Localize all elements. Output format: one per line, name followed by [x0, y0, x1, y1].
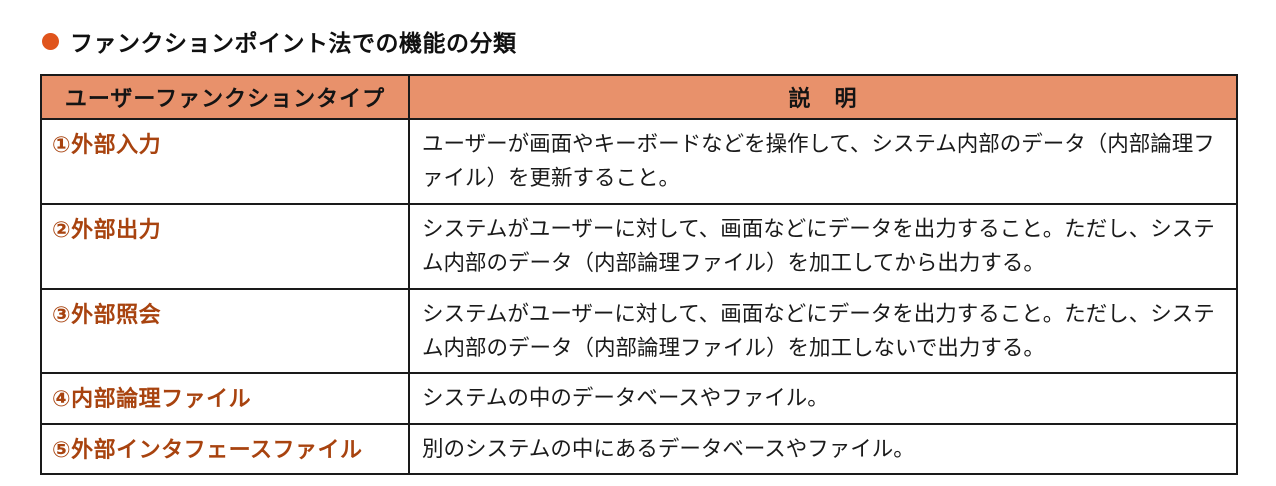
column-header-description: 説 明 — [408, 74, 1238, 120]
table-header-row: ユーザーファンクションタイプ 説 明 — [40, 74, 1238, 120]
table-row: ⑤外部インタフェースファイル 別のシステムの中にあるデータベースやファイル。 — [40, 422, 1238, 476]
table-row: ①外部入力 ユーザーが画面やキーボードなどを操作して、システム内部のデータ（内部… — [40, 118, 1238, 205]
table-row: ④内部論理ファイル システムの中のデータベースやファイル。 — [40, 372, 1238, 425]
description-cell: ユーザーが画面やキーボードなどを操作して、システム内部のデータ（内部論理ファイル… — [408, 118, 1238, 205]
table-row: ②外部出力 システムがユーザーに対して、画面などにデータを出力すること。ただし、… — [40, 202, 1238, 290]
column-header-function-type: ユーザーファンクションタイプ — [40, 74, 410, 120]
function-point-table: ユーザーファンクションタイプ 説 明 ①外部入力 ユーザーが画面やキーボードなど… — [40, 74, 1238, 476]
function-type-cell: ①外部入力 — [40, 118, 410, 205]
function-type-cell: ②外部出力 — [40, 202, 410, 290]
function-type-cell: ⑤外部インタフェースファイル — [40, 422, 410, 476]
bullet-icon — [42, 32, 59, 50]
page-container: ファンクションポイント法での機能の分類 ユーザーファンクションタイプ 説 明 ①… — [40, 24, 1240, 476]
description-cell: システムの中のデータベースやファイル。 — [408, 372, 1238, 425]
function-type-cell: ④内部論理ファイル — [40, 372, 410, 425]
description-cell: 別のシステムの中にあるデータベースやファイル。 — [408, 422, 1238, 476]
description-cell: システムがユーザーに対して、画面などにデータを出力すること。ただし、システム内部… — [408, 287, 1238, 375]
section-title-row: ファンクションポイント法での機能の分類 — [42, 24, 1240, 58]
page-title: ファンクションポイント法での機能の分類 — [70, 30, 517, 56]
description-cell: システムがユーザーに対して、画面などにデータを出力すること。ただし、システム内部… — [408, 202, 1238, 290]
table-row: ③外部照会 システムがユーザーに対して、画面などにデータを出力すること。ただし、… — [40, 287, 1238, 375]
function-type-cell: ③外部照会 — [40, 287, 410, 375]
